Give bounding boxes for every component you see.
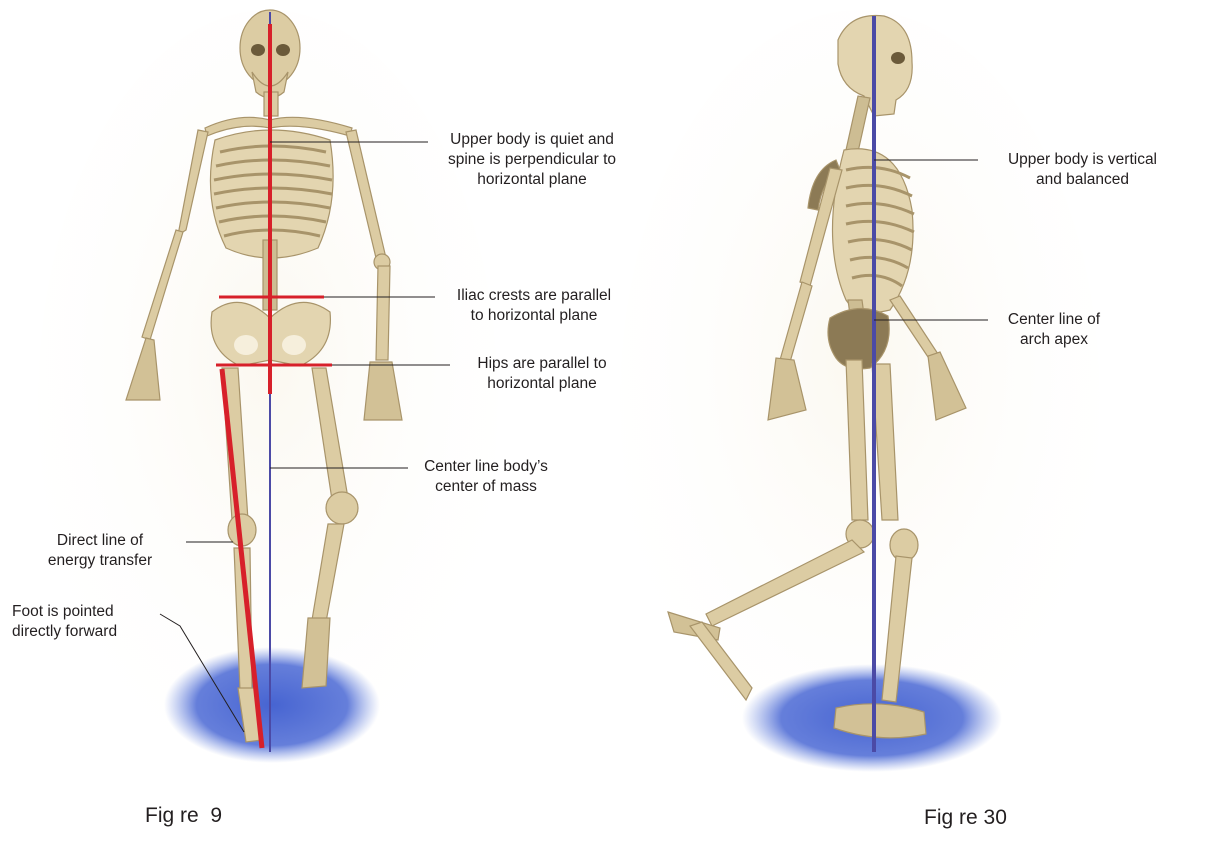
figure-caption-front: Fig re 9 bbox=[145, 804, 222, 828]
annotation-line: Upper body is quiet and bbox=[431, 130, 633, 150]
annotation-upper-body: Upper body is quiet and spine is perpend… bbox=[431, 130, 633, 190]
annotation-line: directly forward bbox=[12, 622, 172, 642]
annotation-line: Center line of bbox=[988, 310, 1120, 330]
annotation-upper-body-vertical: Upper body is vertical and balanced bbox=[980, 150, 1185, 190]
annotation-foot: Foot is pointed directly forward bbox=[12, 602, 172, 642]
annotation-line: Hips are parallel to bbox=[452, 354, 632, 374]
annotation-hips: Hips are parallel to horizontal plane bbox=[452, 354, 632, 394]
annotation-line: horizontal plane bbox=[452, 374, 632, 394]
figure-caption-side: Fig re 30 bbox=[924, 806, 1007, 830]
annotation-line: arch apex bbox=[988, 330, 1120, 350]
annotation-line: spine is perpendicular to bbox=[431, 150, 633, 170]
annotation-line: and balanced bbox=[980, 170, 1185, 190]
annotation-line: energy transfer bbox=[18, 551, 182, 571]
annotation-energy-transfer: Direct line of energy transfer bbox=[18, 531, 182, 571]
floor-shadow-front bbox=[164, 647, 380, 763]
annotation-line: to horizontal plane bbox=[438, 306, 630, 326]
annotation-line: Center line body’s bbox=[408, 457, 564, 477]
annotation-line: Iliac crests are parallel bbox=[438, 286, 630, 306]
annotation-line: horizontal plane bbox=[431, 170, 633, 190]
annotation-center-line: Center line body’s center of mass bbox=[408, 457, 564, 497]
annotation-line: center of mass bbox=[408, 477, 564, 497]
annotation-line: Upper body is vertical bbox=[980, 150, 1185, 170]
side-view-skeleton bbox=[620, 10, 1100, 790]
annotation-iliac-crests: Iliac crests are parallel to horizontal … bbox=[438, 286, 630, 326]
annotation-arch-apex: Center line of arch apex bbox=[988, 310, 1120, 350]
annotation-line: Direct line of bbox=[18, 531, 182, 551]
annotation-line: Foot is pointed bbox=[12, 602, 172, 622]
front-view-skeleton bbox=[38, 10, 498, 790]
